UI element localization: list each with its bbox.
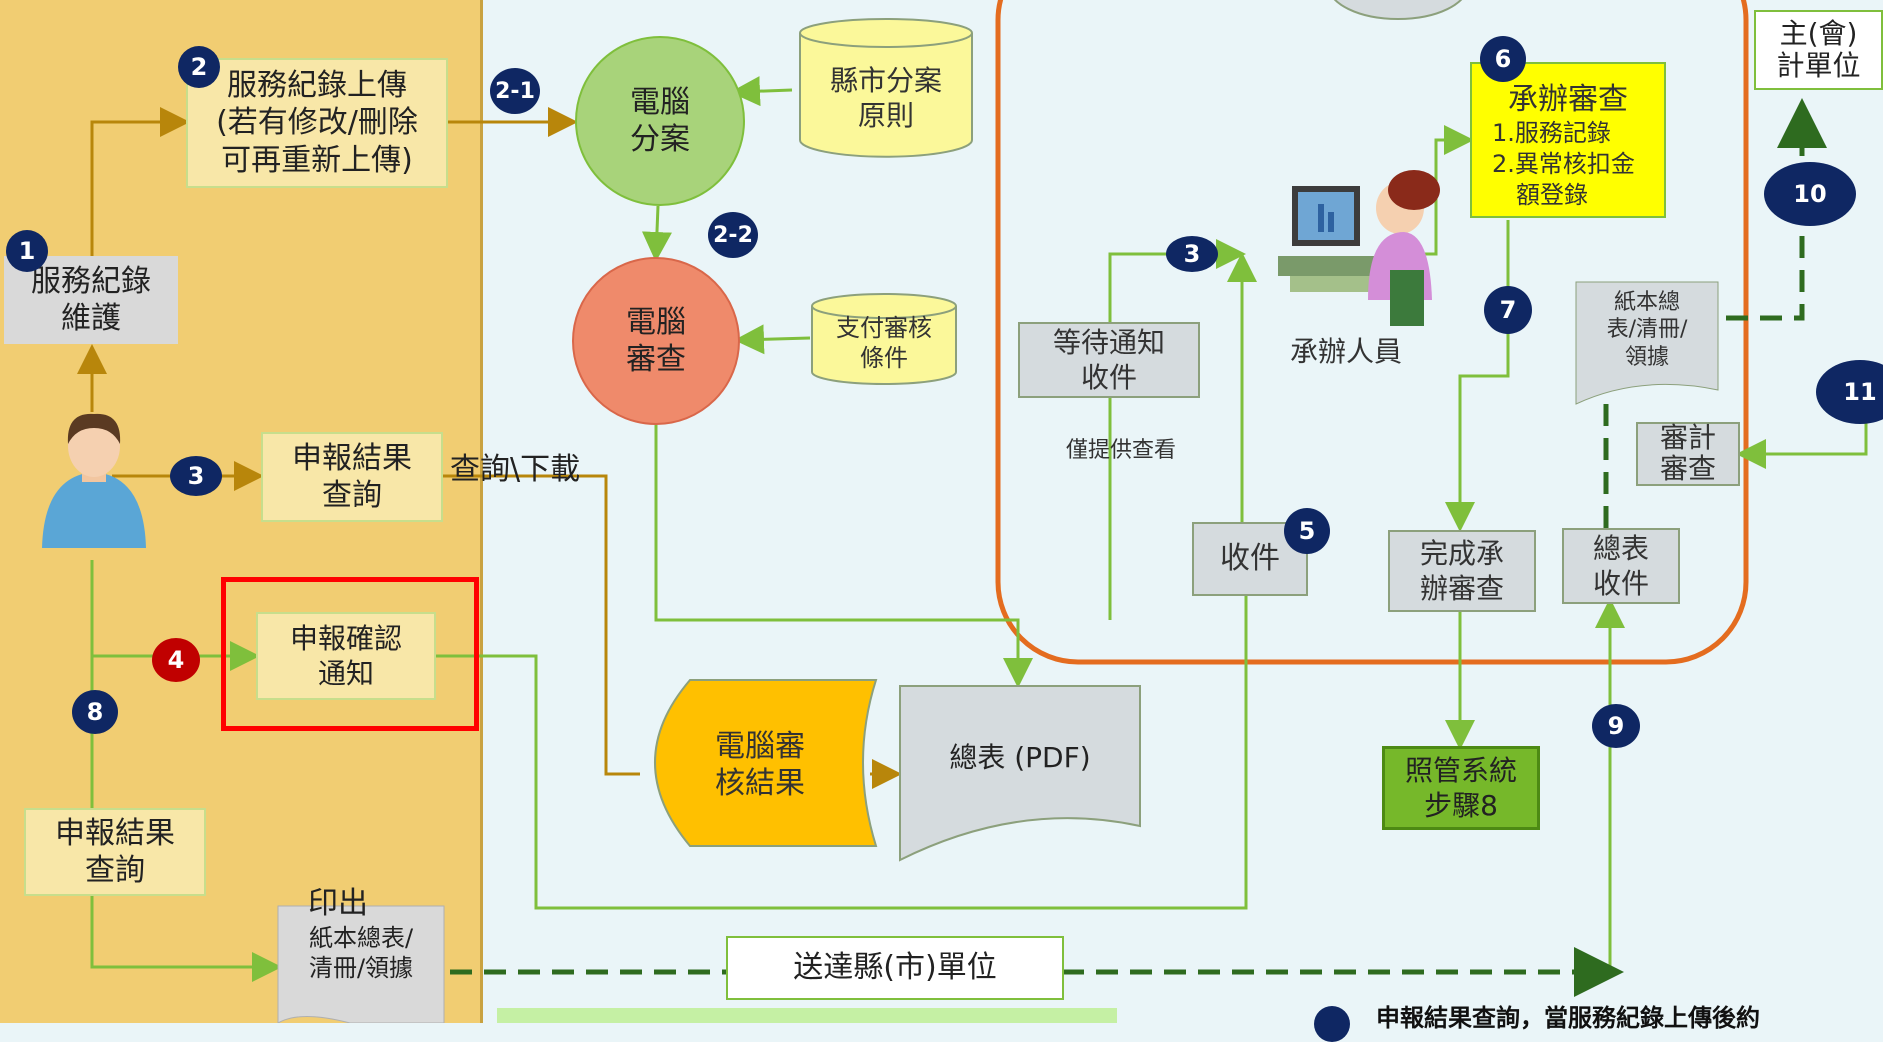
finish-review-box[interactable]: 完成承 辦審查 xyxy=(1388,530,1536,612)
paper-summary-doc xyxy=(1575,281,1719,405)
step-badge-9: 9 xyxy=(1592,704,1640,748)
print-label: 印出 xyxy=(308,886,368,921)
staff-clipart xyxy=(1278,170,1440,326)
paper-summary-text: 紙本總 表/清冊/ 領據 xyxy=(1606,289,1688,370)
computer-result-shape xyxy=(654,679,878,847)
flow-review-to-pdf xyxy=(654,424,1033,688)
computer-review-circle xyxy=(572,257,740,425)
computer-assign-circle xyxy=(575,36,745,206)
flow-query-to-paper xyxy=(90,896,282,982)
payment-cond-cylinder xyxy=(811,293,957,385)
review-title: 承辦審查 xyxy=(1508,82,1628,117)
computer-assign-text[interactable]: 電腦 分案 xyxy=(630,84,690,158)
step-badge-4: 4 xyxy=(152,638,200,682)
bottom-strip xyxy=(497,1008,1117,1023)
deliver-box[interactable]: 送達縣(市)單位 xyxy=(726,936,1064,1000)
step-badge-3-left: 3 xyxy=(170,456,222,496)
care-system-box[interactable]: 照管系統 步驟8 xyxy=(1382,746,1540,830)
review-frame xyxy=(995,0,1749,665)
step-badge-2-1: 2-1 xyxy=(490,68,540,114)
upload-box[interactable]: 服務紀錄上傳 (若有修改/刪除 可再重新上傳) xyxy=(186,58,448,188)
step-badge-6: 6 xyxy=(1480,36,1526,82)
result-query-bottom-box[interactable]: 申報結果 查詢 xyxy=(24,808,206,896)
step-badge-11: 11 xyxy=(1816,360,1883,424)
accounting-box[interactable]: 主(會) 計單位 xyxy=(1754,10,1883,90)
flow-assign-to-review xyxy=(641,205,672,262)
step-badge-8: 8 xyxy=(72,690,118,734)
step-badge-10: 10 xyxy=(1764,162,1856,226)
step-badge-3-right: 3 xyxy=(1166,236,1218,272)
step-badge-7: 7 xyxy=(1484,286,1532,334)
maintain-box[interactable]: 服務紀錄 維護 xyxy=(4,256,178,344)
bottom-note: 申報結果查詢，當服務紀錄上傳後約 xyxy=(1376,1004,1760,1032)
summary-pdf-text[interactable]: 總表 (PDF) xyxy=(949,740,1091,774)
result-query-top-box[interactable]: 申報結果 查詢 xyxy=(261,432,443,522)
flow-county-to-assign xyxy=(730,76,793,107)
confirm-notice-box[interactable]: 申報確認 通知 xyxy=(256,612,436,700)
flow-payment-to-review xyxy=(734,324,811,355)
paper-left-text: 紙本總表/ 清冊/領據 xyxy=(308,924,414,982)
summary-pdf-doc xyxy=(899,685,1141,862)
county-rule-cylinder xyxy=(799,18,973,158)
top-ellipse xyxy=(1333,0,1463,20)
county-rule-text: 縣市分案 原則 xyxy=(829,64,942,132)
audit-review-box[interactable]: 審計 審查 xyxy=(1636,422,1740,486)
flow-query-to-result xyxy=(443,474,640,776)
summary-receive-box[interactable]: 總表 收件 xyxy=(1562,528,1680,604)
step-badge-1: 1 xyxy=(6,230,48,272)
bottom-note-bullet xyxy=(1314,1006,1350,1042)
query-download-label: 查詢\下載 xyxy=(450,452,581,487)
step-badge-2-2: 2-2 xyxy=(708,212,758,258)
payment-cond-text: 支付審核 條件 xyxy=(836,314,932,372)
flow-confirm-to-receive xyxy=(436,596,1248,910)
highlight-frame xyxy=(221,577,479,731)
review-box[interactable]: 承辦審查 1.服務記錄 2.異常核扣金 額登錄 xyxy=(1470,62,1666,218)
applicant-avatar xyxy=(42,413,146,548)
wait-notice-box[interactable]: 等待通知 收件 xyxy=(1018,322,1200,398)
computer-review-text[interactable]: 電腦 審查 xyxy=(626,304,686,378)
flow-review-to-finish xyxy=(1445,220,1510,532)
step-badge-2: 2 xyxy=(178,46,220,88)
view-only-label: 僅提供查看 xyxy=(1066,438,1177,463)
staff-label: 承辦人員 xyxy=(1290,335,1403,368)
review-items: 1.服務記錄 2.異常核扣金 額登錄 xyxy=(1492,119,1635,210)
flow-maintain-to-upload xyxy=(90,107,190,258)
paper-left-doc xyxy=(277,905,445,1023)
computer-result-text[interactable]: 電腦審 核結果 xyxy=(715,728,805,802)
step-badge-5: 5 xyxy=(1284,508,1330,554)
